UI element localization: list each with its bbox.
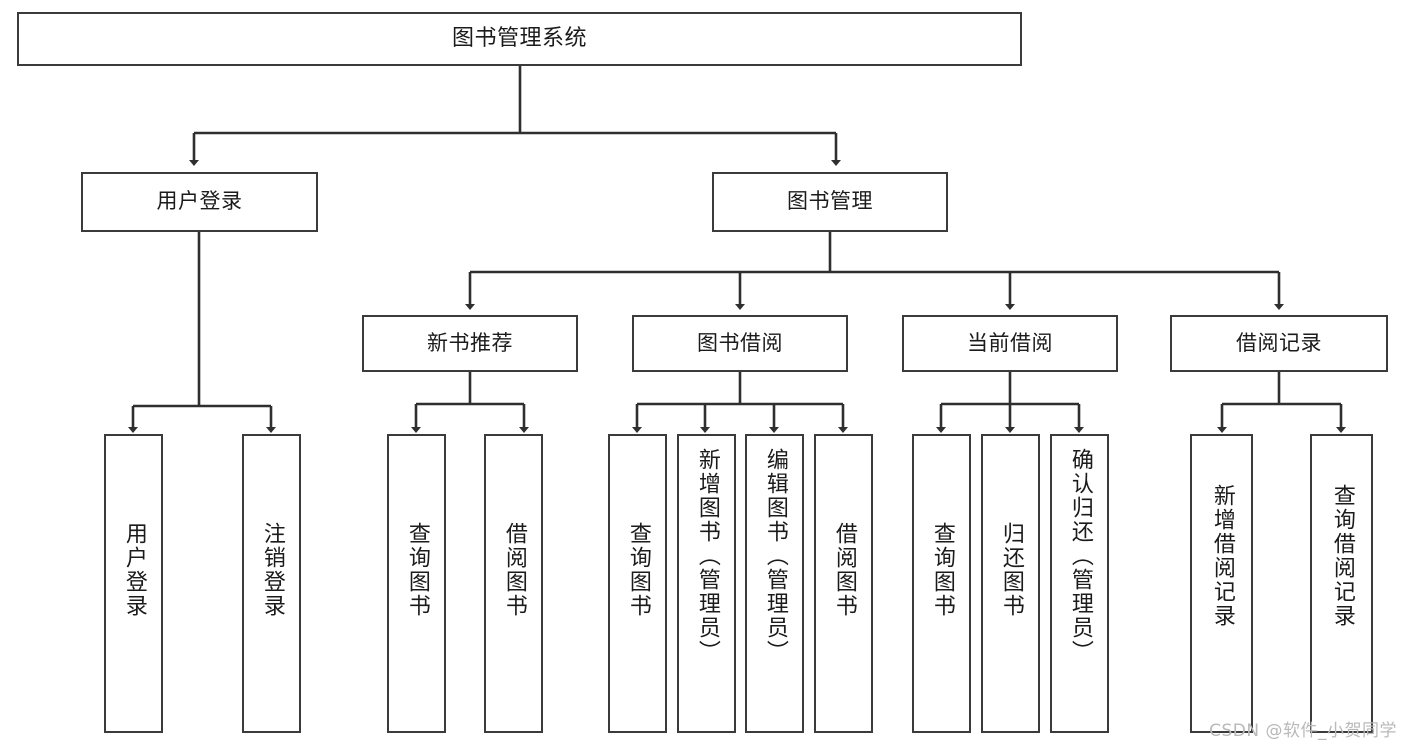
leaf-user-logout[interactable]: 注销登录 xyxy=(242,434,301,733)
leaf-borrow-book-recommend-label: 借阅图书 xyxy=(501,522,527,618)
node-user-login[interactable]: 用户登录 xyxy=(81,172,318,232)
leaf-borrow-book-recommend[interactable]: 借阅图书 xyxy=(484,434,543,733)
leaf-user-login-label: 用户登录 xyxy=(121,522,147,618)
leaf-query-book-current-label: 查询图书 xyxy=(929,522,955,618)
leaf-query-book-recommend-label: 查询图书 xyxy=(404,522,430,618)
leaf-edit-book-admin[interactable]: 编辑图书（管理员） xyxy=(745,434,804,733)
leaf-return-book-label: 归还图书 xyxy=(998,522,1024,618)
leaf-query-book-label: 查询图书 xyxy=(625,522,651,618)
node-root[interactable]: 图书管理系统 xyxy=(17,12,1022,66)
node-borrow-record-label: 借阅记录 xyxy=(1236,330,1322,355)
leaf-user-login[interactable]: 用户登录 xyxy=(104,434,163,733)
node-book-borrow-label: 图书借阅 xyxy=(697,330,783,355)
node-borrow-record[interactable]: 借阅记录 xyxy=(1170,315,1388,372)
leaf-edit-book-admin-label: 编辑图书（管理员） xyxy=(762,448,788,664)
leaf-query-book-recommend[interactable]: 查询图书 xyxy=(387,434,446,733)
leaf-confirm-return-admin[interactable]: 确认归还（管理员） xyxy=(1050,434,1109,733)
node-new-book-recommend[interactable]: 新书推荐 xyxy=(362,315,578,372)
leaf-add-borrow-record-label: 新增借阅记录 xyxy=(1209,484,1235,628)
node-current-borrow[interactable]: 当前借阅 xyxy=(902,315,1118,372)
node-current-borrow-label: 当前借阅 xyxy=(967,330,1053,355)
node-new-book-recommend-label: 新书推荐 xyxy=(427,330,513,355)
leaf-query-borrow-record[interactable]: 查询借阅记录 xyxy=(1310,434,1373,733)
csdn-watermark: CSDN @软件_小贺同学 xyxy=(1209,721,1397,741)
leaf-query-book-current[interactable]: 查询图书 xyxy=(912,434,971,733)
leaf-borrow-book[interactable]: 借阅图书 xyxy=(814,434,873,733)
leaf-add-book-admin[interactable]: 新增图书（管理员） xyxy=(677,434,736,733)
leaf-user-logout-label: 注销登录 xyxy=(259,522,285,618)
node-book-borrow[interactable]: 图书借阅 xyxy=(632,315,848,372)
leaf-borrow-book-label: 借阅图书 xyxy=(831,522,857,618)
node-book-management-label: 图书管理 xyxy=(787,189,873,214)
node-root-label: 图书管理系统 xyxy=(451,25,587,51)
leaf-add-book-admin-label: 新增图书（管理员） xyxy=(694,448,720,664)
node-user-login-label: 用户登录 xyxy=(156,189,243,214)
leaf-confirm-return-admin-label: 确认归还（管理员） xyxy=(1067,448,1093,664)
node-book-management[interactable]: 图书管理 xyxy=(712,172,948,232)
leaf-add-borrow-record[interactable]: 新增借阅记录 xyxy=(1190,434,1253,733)
leaf-return-book[interactable]: 归还图书 xyxy=(981,434,1040,733)
leaf-query-book[interactable]: 查询图书 xyxy=(608,434,667,733)
leaf-query-borrow-record-label: 查询借阅记录 xyxy=(1329,484,1355,628)
